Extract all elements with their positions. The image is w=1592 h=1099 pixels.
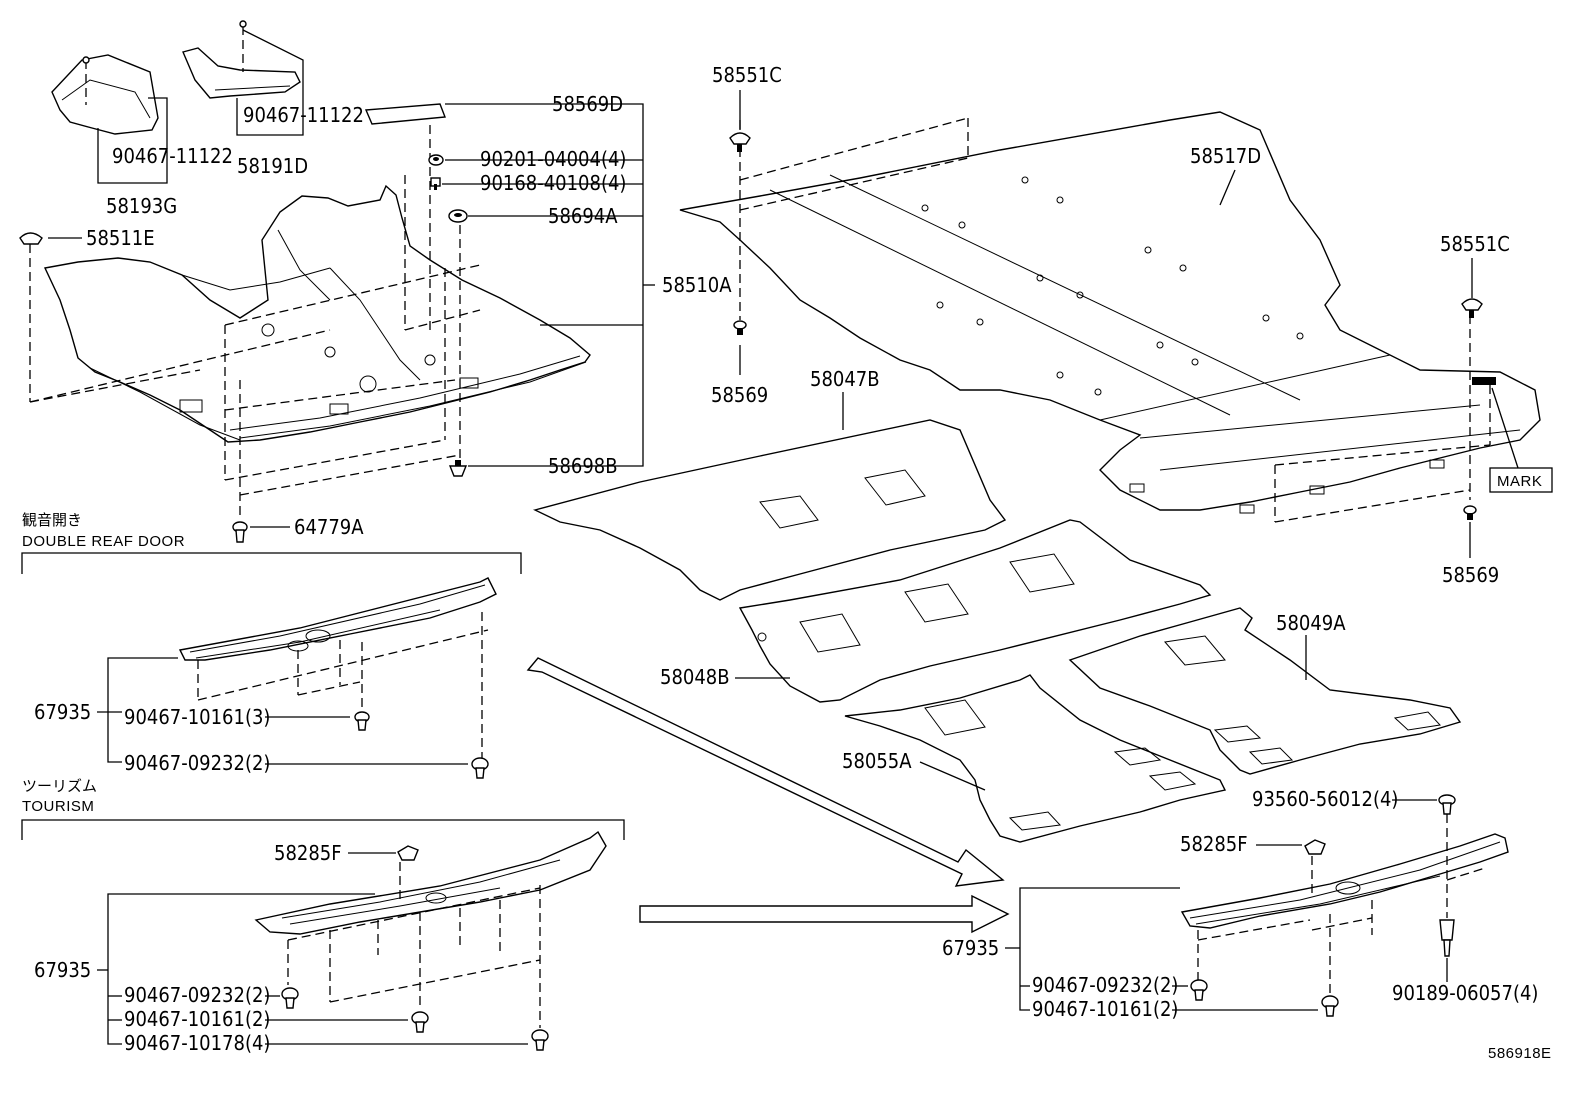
clip-90467-09232-base[interactable] (1190, 979, 1208, 1001)
label-90168-40108: 90168-40108(4) (480, 171, 626, 195)
label-90467-09232-2-tourism: 90467-09232(2) (124, 983, 270, 1007)
arrow-diagonal (526, 657, 1005, 887)
clip-90467-09232-double[interactable] (471, 757, 489, 779)
label-90189-06057: 90189-06057(4) (1392, 981, 1538, 1005)
clip-64779A[interactable] (232, 521, 248, 543)
label-67935-tourism: 67935 (34, 958, 91, 982)
label-58569D: 58569D (552, 92, 623, 116)
label-90467-09232-2-base: 90467-09232(2) (1032, 973, 1178, 997)
label-90467-10178-4: 90467-10178(4) (124, 1031, 270, 1055)
clip-90189-06057[interactable] (1439, 919, 1455, 957)
scuff-plate-67935-double[interactable] (178, 577, 497, 661)
pad-58569D[interactable] (364, 103, 446, 125)
label-58048B: 58048B (660, 665, 730, 689)
clip-90467-10161-double[interactable] (354, 711, 370, 731)
screw-90168-40108[interactable] (430, 177, 441, 190)
double-door-jp-label: 観音開き (22, 511, 82, 529)
double-door-en-label: DOUBLE REAF DOOR (22, 533, 185, 550)
clip-90467-10161-tourism[interactable] (411, 1011, 429, 1033)
clip-58551C-right[interactable] (1461, 298, 1483, 318)
label-90467-10161-2-tourism: 90467-10161(2) (124, 1007, 270, 1031)
label-58551C-right: 58551C (1440, 232, 1510, 256)
label-58694A: 58694A (548, 204, 618, 228)
mark-label: MARK (1497, 473, 1542, 490)
label-58285F-base: 58285F (1180, 832, 1248, 856)
scuff-plate-67935-base[interactable] (1180, 833, 1509, 929)
clip-58511E[interactable] (19, 232, 43, 245)
label-90467-11122-b: 90467-11122 (243, 103, 364, 127)
label-58285F-tourism: 58285F (274, 841, 342, 865)
clip-90467-10161-base[interactable] (1321, 995, 1339, 1017)
label-67935-base: 67935 (942, 936, 999, 960)
clip-58569-left[interactable] (733, 320, 747, 335)
label-58551C-left: 58551C (712, 63, 782, 87)
label-90467-10161-3: 90467-10161(3) (124, 705, 270, 729)
label-90201-04004: 90201-04004(4) (480, 147, 626, 171)
clip-58694A[interactable] (448, 209, 468, 223)
label-58047B: 58047B (810, 367, 880, 391)
screw-93560-56012[interactable] (1438, 794, 1456, 815)
label-58193G: 58193G (106, 194, 177, 218)
mark-callout: MARK (1489, 387, 1553, 493)
clip-90467-10178-tourism[interactable] (531, 1029, 549, 1051)
label-58698B: 58698B (548, 454, 618, 478)
label-58049A: 58049A (1276, 611, 1346, 635)
label-93560-56012: 93560-56012(4) (1252, 787, 1398, 811)
panel-58055A[interactable] (844, 674, 1227, 843)
label-58055A: 58055A (842, 749, 912, 773)
clip-58698B[interactable] (448, 460, 468, 477)
washer-90201-04004[interactable] (428, 154, 444, 166)
label-58569-left: 58569 (711, 383, 768, 407)
clip-58285F-tourism[interactable] (397, 845, 419, 861)
front-floor-carpet-58510A[interactable] (43, 184, 591, 443)
clip-58569-right[interactable] (1463, 505, 1477, 520)
tourism-jp-label: ツーリズム (22, 777, 97, 795)
label-90467-10161-2-base: 90467-10161(2) (1032, 997, 1178, 1021)
clip-58551C-left[interactable] (729, 132, 751, 152)
panel-58047B[interactable] (532, 419, 1007, 601)
scuff-plate-67935-tourism[interactable] (254, 830, 607, 935)
label-90467-11122-a: 90467-11122 (112, 144, 233, 168)
label-90467-09232-2-double: 90467-09232(2) (124, 751, 270, 775)
panel-58049A[interactable] (1068, 607, 1462, 775)
label-58191D: 58191D (237, 154, 308, 178)
cover-58191D[interactable] (182, 20, 301, 99)
label-67935-double: 67935 (34, 700, 91, 724)
clip-58285F-base[interactable] (1304, 839, 1326, 855)
label-64779A: 64779A (294, 515, 364, 539)
clip-90467-09232-tourism[interactable] (281, 987, 299, 1009)
tourism-en-label: TOURISM (22, 798, 94, 815)
label-58517D: 58517D (1190, 144, 1261, 168)
label-58511E: 58511E (86, 226, 155, 250)
drawing-id: 586918E (1488, 1045, 1552, 1062)
label-58569-right: 58569 (1442, 563, 1499, 587)
label-58510A: 58510A (662, 273, 732, 297)
arrow-right (639, 894, 1010, 934)
cover-58193G[interactable] (51, 54, 159, 135)
rear-floor-carpet-58517D[interactable] (679, 111, 1541, 514)
panel-58048B[interactable] (738, 519, 1212, 703)
